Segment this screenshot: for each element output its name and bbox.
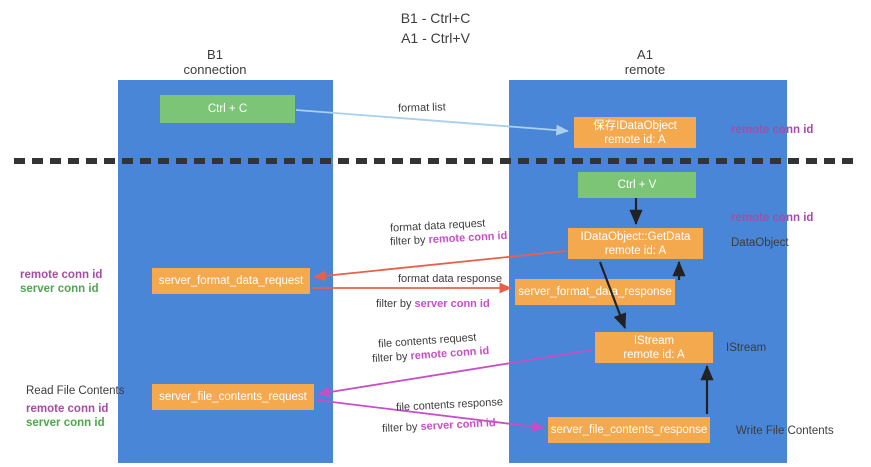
- annotation-remote-conn-id-top: remote conn id: [731, 124, 814, 136]
- annotation-left-remote-conn-id-2: remote conn id: [26, 403, 109, 415]
- box-server-format-data-response[interactable]: server_format_data_response: [515, 279, 675, 305]
- filter-key-server-conn-id: server conn id: [414, 298, 490, 310]
- box-ctrl-v-label: Ctrl + V: [617, 179, 657, 191]
- box-server-file-contents-response[interactable]: server_file_contents_response: [548, 417, 710, 443]
- edge-label-file-contents-response: file contents response: [396, 395, 504, 415]
- box-idataobject-line1: 保存IDataObject: [593, 119, 677, 132]
- filter-key-remote-conn-id: remote conn id: [428, 229, 508, 247]
- lane-a1-title: A1 remote: [585, 47, 705, 77]
- phase-divider: [14, 158, 859, 164]
- lane-a1-name: A1: [637, 47, 653, 62]
- annotation-remote-conn-id-mid: remote conn id: [731, 212, 814, 224]
- annotation-left-server-conn-id-1: server conn id: [20, 283, 99, 295]
- lane-b1-title: B1 connection: [155, 47, 275, 77]
- edge-label-format-data-response: format data response: [398, 272, 502, 286]
- title-line-1: B1 - Ctrl+C: [400, 10, 471, 26]
- filter-prefix: filter by: [376, 298, 415, 310]
- filter-key-remote-conn-id: remote conn id: [410, 344, 490, 363]
- annotation-dataobject: DataObject: [731, 237, 789, 249]
- box-sfcresp-label: server_file_contents_response: [550, 424, 708, 436]
- edge-label-fcresp-text: file contents response: [395, 396, 504, 414]
- title-line-2: A1 - Ctrl+V: [401, 30, 470, 46]
- annotation-write-file-contents: Write File Contents: [736, 425, 834, 437]
- annotation-left-server-conn-id-2: server conn id: [26, 417, 105, 429]
- box-idataobject-line2: remote id: A: [604, 133, 666, 146]
- edge-label-format-data-response-filter: filter by server conn id: [376, 297, 490, 311]
- box-istream-line1: IStream: [633, 334, 675, 347]
- box-istream[interactable]: IStream remote id: A: [595, 332, 713, 363]
- box-sfdreq-label: server_format_data_request: [158, 275, 304, 287]
- annotation-left-conn-ids-2: remote conn id server conn id: [26, 402, 108, 430]
- box-getdata-line1: IDataObject::GetData: [580, 230, 691, 243]
- box-sfcreq-label: server_file_contents_request: [159, 391, 307, 403]
- box-server-format-data-request[interactable]: server_format_data_request: [152, 268, 310, 294]
- box-ctrl-c[interactable]: Ctrl + C: [160, 95, 295, 123]
- lane-b1-subtitle: connection: [183, 62, 247, 77]
- lane-b1-name: B1: [207, 47, 223, 62]
- annotation-left-conn-ids-1: remote conn id server conn id: [20, 268, 102, 296]
- filter-prefix: filter by: [389, 234, 429, 249]
- filter-key-server-conn-id: server conn id: [420, 417, 496, 433]
- annotation-istream: IStream: [726, 342, 767, 354]
- edge-label-format-list-text: format list: [397, 101, 446, 115]
- filter-prefix: filter by: [381, 420, 421, 435]
- annotation-left-remote-conn-id-1: remote conn id: [20, 269, 103, 281]
- box-ctrl-v[interactable]: Ctrl + V: [578, 172, 696, 198]
- edge-label-fdresp-text: format data response: [398, 273, 502, 285]
- box-idataobject-getdata[interactable]: IDataObject::GetData remote id: A: [568, 228, 703, 259]
- edge-label-file-contents-response-filter: filter by server conn id: [382, 416, 496, 436]
- box-idataobject[interactable]: 保存IDataObject remote id: A: [574, 117, 696, 148]
- box-sfdresp-label: server_format_data_response: [518, 286, 672, 298]
- diagram-title: B1 - Ctrl+C A1 - Ctrl+V: [0, 8, 871, 48]
- annotation-read-file-contents: Read File Contents: [26, 385, 125, 397]
- lane-a1-subtitle: remote: [624, 62, 666, 77]
- box-ctrl-c-label: Ctrl + C: [207, 103, 248, 115]
- box-server-file-contents-request[interactable]: server_file_contents_request: [152, 384, 314, 410]
- box-istream-line2: remote id: A: [623, 348, 685, 361]
- box-getdata-line2: remote id: A: [604, 244, 667, 257]
- edge-label-format-list: format list: [398, 100, 446, 115]
- filter-prefix: filter by: [371, 350, 411, 366]
